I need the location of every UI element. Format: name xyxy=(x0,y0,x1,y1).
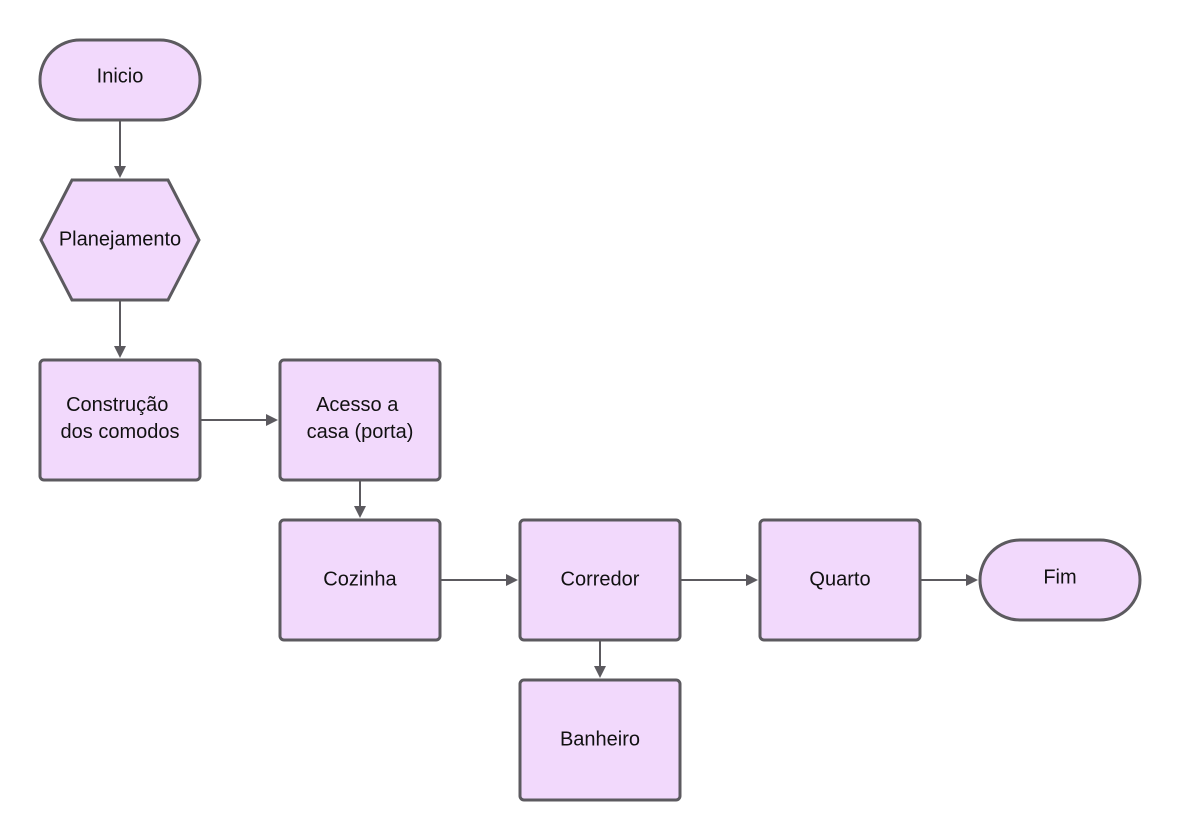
process-shape xyxy=(758,518,922,642)
node-label: Planejamento xyxy=(59,228,181,250)
arrowhead-icon xyxy=(354,506,366,518)
arrowhead-icon xyxy=(594,666,606,678)
node-label: Quarto xyxy=(809,568,870,590)
edge-cozinha-to-corredor xyxy=(441,574,518,586)
node-label: Fim xyxy=(1043,566,1076,588)
hexagon-shape xyxy=(39,178,201,302)
node-label: Inicio xyxy=(97,65,144,87)
process-shape xyxy=(278,518,442,642)
node-quarto[interactable]: Quarto xyxy=(758,518,922,642)
edge-inicio-to-planejamento xyxy=(114,121,126,178)
node-label: Cozinha xyxy=(323,568,397,590)
node-planejamento[interactable]: Planejamento xyxy=(39,178,201,302)
node-label-line: casa (porta) xyxy=(307,421,414,443)
node-inicio[interactable]: Inicio xyxy=(38,38,202,122)
process-shape xyxy=(278,358,442,482)
process-shape xyxy=(518,678,682,802)
terminal-shape xyxy=(978,538,1142,622)
process-shape xyxy=(518,518,682,642)
node-label: Corredor xyxy=(561,568,640,590)
edge-quarto-to-fim xyxy=(921,574,978,586)
node-label-line: dos comodos xyxy=(61,421,180,443)
edge-corredor-to-banheiro xyxy=(594,641,606,678)
arrowhead-icon xyxy=(266,414,278,426)
arrowhead-icon xyxy=(114,346,126,358)
node-acesso[interactable]: Acesso a casa (porta) xyxy=(278,358,442,482)
arrowhead-icon xyxy=(506,574,518,586)
process-shape xyxy=(38,358,202,482)
node-label: Banheiro xyxy=(560,728,640,750)
node-fim[interactable]: Fim xyxy=(978,538,1142,622)
node-cozinha[interactable]: Cozinha xyxy=(278,518,442,642)
edge-planejamento-to-construcao xyxy=(114,301,126,358)
edges xyxy=(114,121,978,678)
arrowhead-icon xyxy=(966,574,978,586)
edge-corredor-to-quarto xyxy=(681,574,758,586)
node-corredor[interactable]: Corredor xyxy=(518,518,682,642)
terminal-shape xyxy=(38,38,202,122)
node-banheiro[interactable]: Banheiro xyxy=(518,678,682,802)
node-label: Acesso a casa (porta) xyxy=(307,394,414,443)
node-label-line: Construção xyxy=(66,394,168,416)
node-construcao[interactable]: Construção dos comodos xyxy=(38,358,202,482)
edge-construcao-to-acesso xyxy=(201,414,278,426)
node-label: Construção dos comodos xyxy=(61,394,180,443)
node-label-line: Acesso a xyxy=(316,394,399,416)
arrowhead-icon xyxy=(114,166,126,178)
edge-acesso-to-cozinha xyxy=(354,481,366,518)
arrowhead-icon xyxy=(746,574,758,586)
